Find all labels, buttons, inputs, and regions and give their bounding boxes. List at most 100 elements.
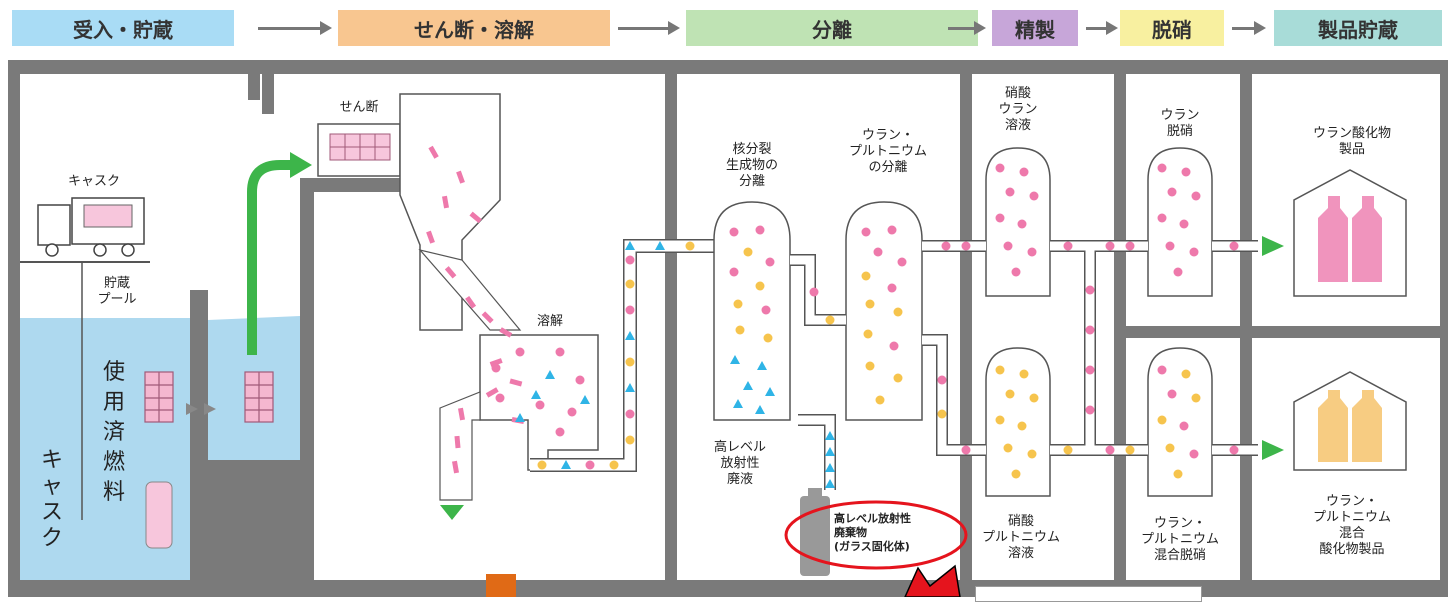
cask-label: キャスク (67, 174, 120, 189)
callout-box (975, 586, 1202, 602)
particle-triangle (755, 405, 765, 414)
particle-dot (1019, 369, 1029, 379)
particle-dot (491, 363, 501, 373)
particle-dot (1157, 415, 1167, 425)
shearing-wall (300, 178, 410, 192)
particle-triangle (625, 331, 635, 340)
stage-arrow-icon (258, 21, 332, 35)
particle-dot (893, 307, 903, 317)
particle-dot (1011, 267, 1021, 277)
particle-dot (1005, 187, 1015, 197)
stage-storage: 製品貯蔵 (1274, 10, 1442, 46)
process-particles (426, 145, 1239, 488)
particle-triangle (825, 479, 835, 488)
stage-shearing-label: せん断・溶解 (414, 17, 534, 42)
shear-machine-icon (317, 123, 401, 177)
fuel-piece (469, 211, 482, 224)
particle-dot (995, 163, 1005, 173)
particle-dot (1105, 445, 1115, 455)
particle-dot (809, 287, 819, 297)
particle-dot (1085, 405, 1095, 415)
fuel-piece (465, 295, 477, 309)
particle-dot (1085, 285, 1095, 295)
stage-separation: 分離 (686, 10, 978, 46)
particle-dot (1229, 241, 1239, 251)
particle-triangle (825, 431, 835, 440)
particle-dot (537, 460, 547, 470)
fuel-piece (444, 266, 457, 279)
highlight-circle (784, 500, 968, 570)
particle-dot (865, 299, 875, 309)
pool-label: 貯蔵 プール (97, 276, 137, 307)
u-pu-separation-column (845, 201, 923, 421)
particle-triangle (580, 395, 590, 404)
fuel-piece (458, 407, 466, 421)
partition-wall (960, 60, 972, 597)
particle-dot (555, 427, 565, 437)
cask-container-icon (145, 481, 173, 549)
particle-dot (887, 225, 897, 235)
particle-dot (1105, 241, 1115, 251)
stage-arrow-icon (948, 21, 986, 35)
stage-arrow-icon (1086, 21, 1118, 35)
particle-dot (575, 375, 585, 385)
mox-product-label: ウラン・ プルトニウム 混合 酸化物製品 (1312, 494, 1391, 557)
particle-dot (1011, 469, 1021, 479)
stage-purification: 精製 (992, 10, 1078, 46)
mox-denitration-column (1147, 347, 1213, 497)
particle-dot (1063, 241, 1073, 251)
u-pu-denitration-label: ウラン・ プルトニウム 混合脱硝 (1140, 516, 1219, 563)
particle-triangle (825, 447, 835, 456)
u-oxide-vault (1293, 169, 1407, 297)
particle-dot (875, 395, 885, 405)
particle-dot (763, 333, 773, 343)
particle-dot (995, 415, 1005, 425)
fp-separation-label: 核分裂 生成物の 分離 (725, 142, 778, 189)
particle-dot (625, 255, 635, 265)
particle-dot (733, 299, 743, 309)
particle-dot (937, 409, 947, 419)
stage-arrow-icon (618, 21, 680, 35)
green-out-arrow-icon (1262, 236, 1284, 256)
hlw-liquid-label: 高レベル 放射性 廃液 (713, 440, 766, 487)
particle-dot (585, 460, 595, 470)
stage-denitration: 脱硝 (1120, 10, 1224, 46)
shearing-wall (300, 178, 314, 580)
particle-dot (1027, 449, 1037, 459)
particle-dot (1167, 389, 1177, 399)
particle-dot (495, 393, 505, 403)
particle-triangle (655, 241, 665, 250)
stage-arrow-icon (1232, 21, 1266, 35)
cask-truck-icon (37, 197, 145, 257)
particle-triangle (625, 241, 635, 250)
particle-dot (755, 281, 765, 291)
particle-triangle (515, 413, 525, 422)
uranyl-nitrate-label: 硝酸 ウラン 溶液 (998, 86, 1038, 133)
stage-receiving-label: 受入・貯蔵 (73, 17, 173, 42)
u-oxide-bottle-icon (1318, 196, 1382, 282)
particle-dot (735, 325, 745, 335)
particle-dot (1189, 247, 1199, 257)
shear-hopper (399, 93, 501, 331)
particle-triangle (561, 460, 571, 469)
stage-purification-label: 精製 (1015, 17, 1055, 42)
particle-dot (567, 407, 577, 417)
particle-dot (743, 247, 753, 257)
particle-dot (1085, 365, 1095, 375)
particle-dot (889, 341, 899, 351)
green-arrow-head-icon (290, 152, 312, 178)
particle-dot (1003, 241, 1013, 251)
particle-dot (941, 241, 951, 251)
particle-dot (1191, 393, 1201, 403)
particle-dot (863, 329, 873, 339)
particle-dot (1173, 469, 1183, 479)
particle-dot (609, 460, 619, 470)
particle-dot (729, 227, 739, 237)
particle-dot (625, 305, 635, 315)
u-denitration-label: ウラン 脱硝 (1160, 108, 1200, 139)
fuel-piece (456, 170, 465, 184)
stage-shearing: せん断・溶解 (338, 10, 610, 46)
receiving-wall (208, 460, 308, 580)
particle-dot (765, 257, 775, 267)
